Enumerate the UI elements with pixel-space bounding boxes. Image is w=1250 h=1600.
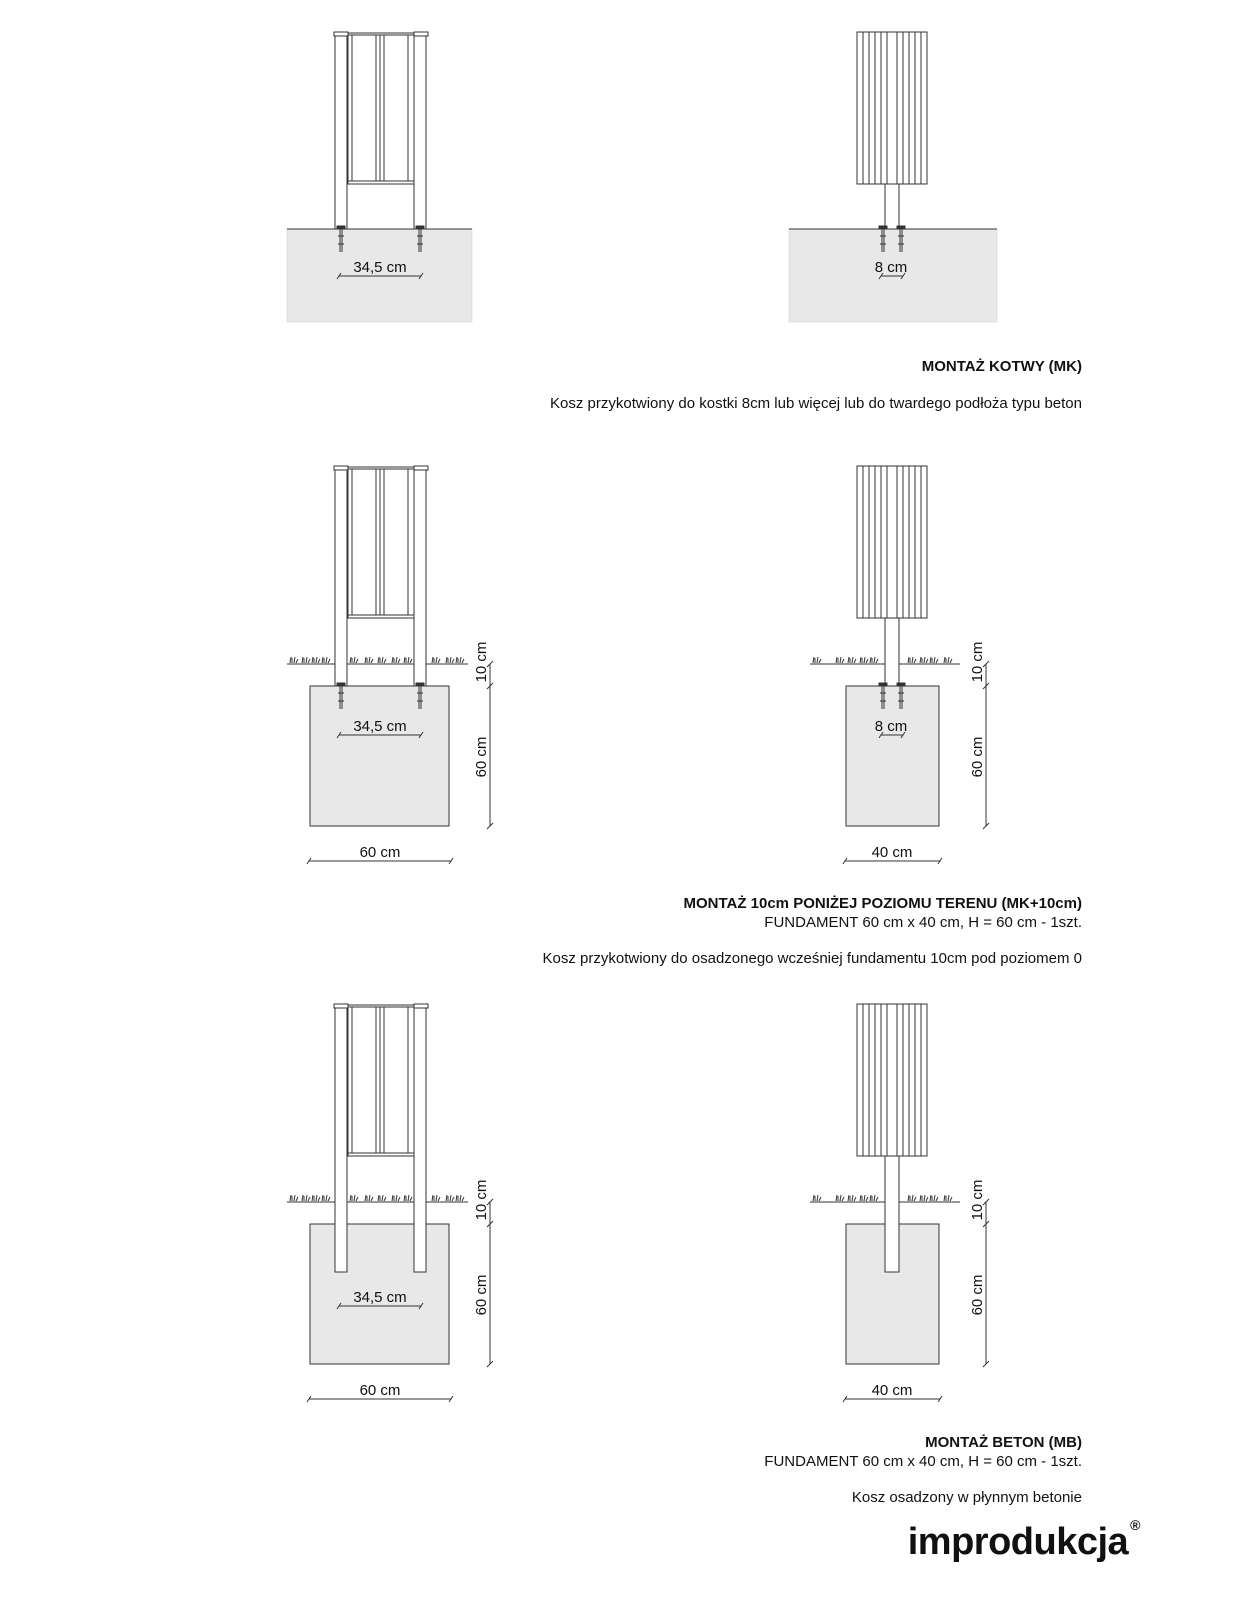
foundation bbox=[309, 685, 450, 827]
section-1-title: MONTAŻ KOTWY (MK) bbox=[921, 358, 1082, 375]
section-2-subtitle: FUNDAMENT 60 cm x 40 cm, H = 60 cm - 1sz… bbox=[764, 914, 1082, 931]
dimension-label: 10 cm bbox=[969, 1180, 986, 1221]
dimension-label: 40 cm bbox=[872, 844, 913, 861]
section-3-front-view: 34,5 cm 60 cm 10 cm 60 cm bbox=[287, 1003, 494, 1403]
dimension-label: 10 cm bbox=[473, 1180, 490, 1221]
dimension-label: 8 cm bbox=[875, 718, 908, 735]
section-3-side-view: 40 cm 10 cm 60 cm bbox=[810, 1003, 990, 1403]
dimension-label: 34,5 cm bbox=[353, 259, 406, 276]
section-2-description: Kosz przykotwiony do osadzonego wcześnie… bbox=[542, 950, 1082, 967]
section-1-front-view: 34,5 cm bbox=[286, 31, 473, 323]
dimension-label: 8 cm bbox=[875, 259, 908, 276]
dimension-label: 60 cm bbox=[473, 737, 490, 778]
section-3-title: MONTAŻ BETON (MB) bbox=[925, 1434, 1082, 1451]
dimension-label: 10 cm bbox=[969, 642, 986, 683]
section-3-subtitle: FUNDAMENT 60 cm x 40 cm, H = 60 cm - 1sz… bbox=[764, 1453, 1082, 1470]
dimension-label: 60 cm bbox=[969, 737, 986, 778]
section-1-description: Kosz przykotwiony do kostki 8cm lub więc… bbox=[550, 395, 1082, 412]
section-2-title: MONTAŻ 10cm PONIŻEJ POZIOMU TERENU (MK+1… bbox=[683, 895, 1082, 912]
dimension-label: 34,5 cm bbox=[353, 718, 406, 735]
dimension-label: 60 cm bbox=[969, 1275, 986, 1316]
dimension-label: 60 cm bbox=[360, 844, 401, 861]
section-2-front-view: 34,5 cm 60 cm 10 cm 60 cm bbox=[287, 465, 494, 865]
registered-mark: ® bbox=[1130, 1517, 1140, 1533]
dimension-label: 60 cm bbox=[473, 1275, 490, 1316]
foundation bbox=[845, 685, 940, 827]
brand-name: improdukcja bbox=[907, 1521, 1129, 1563]
dimension-label: 60 cm bbox=[360, 1382, 401, 1399]
brand-logo: improdukcja® bbox=[907, 1517, 1141, 1564]
dimension-label: 40 cm bbox=[872, 1382, 913, 1399]
dimension-label: 10 cm bbox=[473, 642, 490, 683]
dimension-label: 34,5 cm bbox=[353, 1289, 406, 1306]
section-3-description: Kosz osadzony w płynnym betonie bbox=[851, 1489, 1082, 1506]
section-1-side-view: 8 cm bbox=[788, 31, 998, 323]
section-2-side-view: 8 cm 40 cm 10 cm 60 cm bbox=[810, 465, 990, 865]
